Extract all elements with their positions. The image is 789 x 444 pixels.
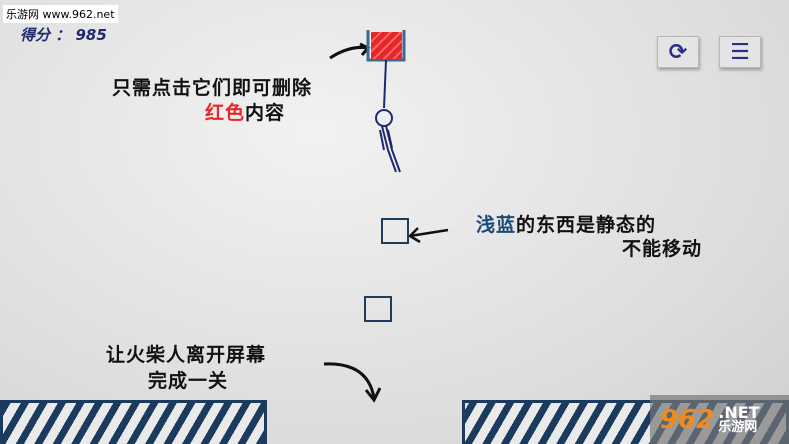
- red-removable-box[interactable]: [371, 32, 402, 59]
- hint-tap-line2: 红色内容: [205, 98, 285, 125]
- stickman-body: [379, 125, 401, 173]
- rope: [383, 59, 387, 109]
- score-label: 得分: [20, 26, 51, 44]
- left-platform: [0, 400, 267, 444]
- hint-goal-line2: 完成一关: [148, 370, 229, 392]
- score-display: 得分 ： 985: [20, 24, 107, 45]
- menu-button[interactable]: ☰: [719, 36, 761, 68]
- static-box-2: [364, 296, 392, 322]
- hint-red-word: 红色: [205, 102, 246, 124]
- restart-button[interactable]: ⟳: [657, 36, 699, 68]
- logo-net: .NET: [718, 403, 760, 422]
- hint-blue-word: 浅蓝: [476, 214, 517, 236]
- hint-static-rest: 的东西是静态的: [516, 214, 657, 236]
- hint-tap-line1: 只需点击它们即可删除: [112, 77, 313, 99]
- hint-static-line1: 浅蓝的东西是静态的: [476, 210, 656, 237]
- logo-cn: 乐游网: [718, 420, 758, 435]
- static-box-1: [381, 218, 409, 244]
- arrow-to-static-box: [409, 228, 449, 238]
- restart-icon: ⟳: [668, 39, 688, 65]
- arrow-down: [323, 362, 376, 399]
- hint-tap-rest: 内容: [245, 102, 286, 124]
- score-value: 985: [75, 26, 107, 44]
- stickman-head: [375, 109, 393, 127]
- hint-static-line2: 不能移动: [622, 238, 703, 260]
- score-separator: ：: [55, 26, 71, 44]
- hint-goal-line1: 让火柴人离开屏幕: [106, 344, 267, 366]
- watermark: 乐游网 www.962.net: [3, 5, 118, 23]
- logo-number: 962: [660, 404, 715, 435]
- menu-icon: ☰: [730, 39, 750, 65]
